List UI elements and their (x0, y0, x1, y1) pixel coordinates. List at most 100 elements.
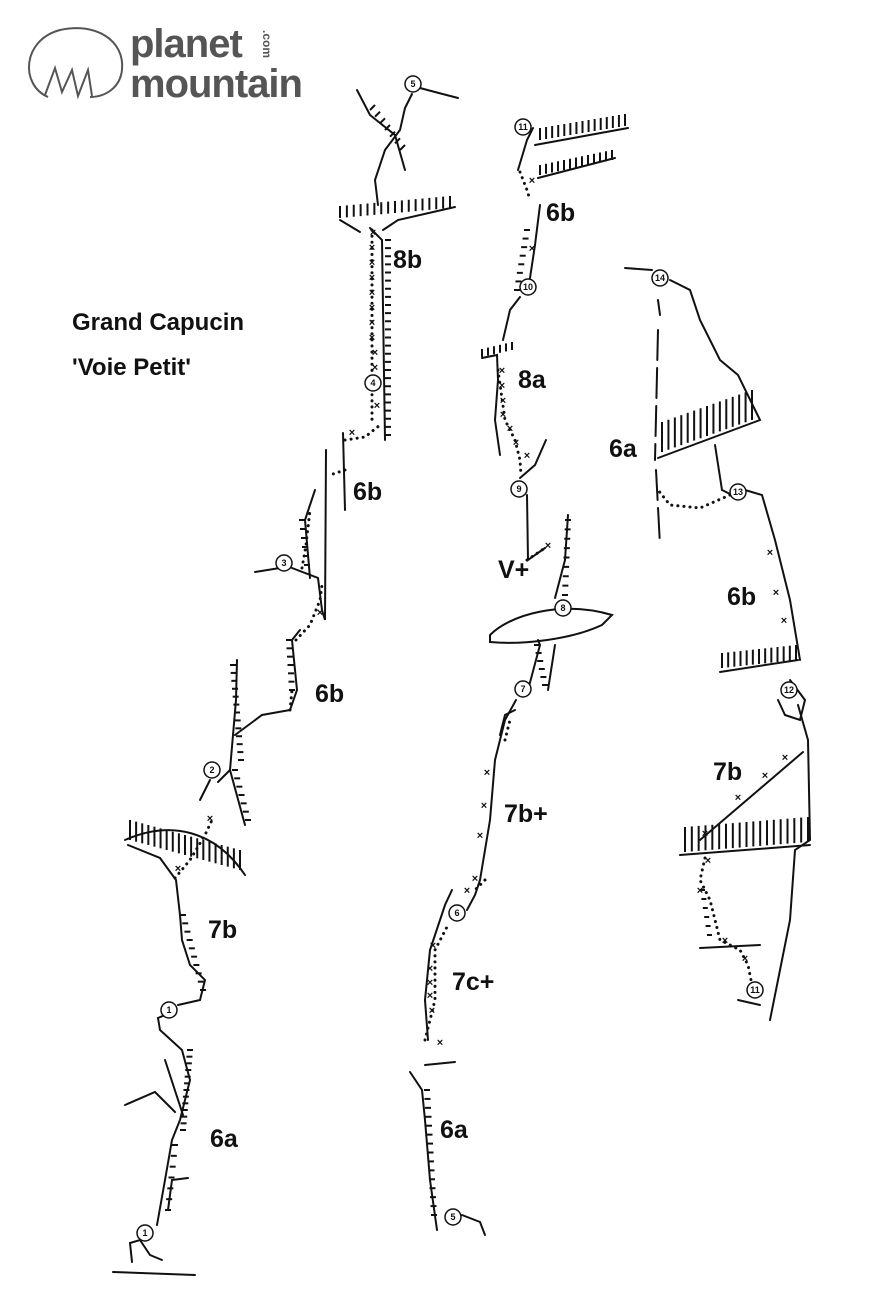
bolt-icon: × (372, 362, 378, 374)
belay-mid-11: 11 (514, 118, 532, 136)
bolt-icon: × (767, 547, 773, 559)
bolt-icon: × (762, 770, 768, 782)
right-column-topo (624, 267, 812, 1021)
bolt-icon: × (369, 287, 375, 299)
belay-right-13: 13 (729, 483, 747, 501)
bolt-icon: × (524, 450, 530, 462)
hatch-mark (389, 130, 396, 138)
bolt-icon: × (369, 302, 375, 314)
svg-text:14: 14 (655, 273, 665, 283)
bolt-icon: × (464, 885, 470, 897)
belay-mid-7: 7 (514, 680, 532, 698)
route-subtitle: 'Voie Petit' (72, 354, 191, 381)
bolt-icon: × (705, 855, 711, 867)
bolt-icon: × (427, 990, 433, 1002)
grade-mid-3: 7b+ (504, 800, 548, 828)
bolt-icon: × (374, 400, 380, 412)
logo-line1: planet (130, 22, 242, 66)
belay-right-14: 14 (651, 269, 669, 287)
svg-text:12: 12 (784, 685, 794, 695)
bolt-icon: × (697, 885, 703, 897)
belay-right-11: 11 (746, 981, 764, 999)
bolt-icon: × (430, 940, 436, 952)
belay-left-2: 2 (203, 761, 221, 779)
svg-text:2: 2 (209, 765, 214, 775)
belay-mid-6: 6 (448, 904, 466, 922)
bolt-icon: × (207, 813, 213, 825)
bolt-icon: × (742, 953, 748, 965)
grade-mid-4: V+ (498, 556, 529, 584)
hatch-mark (374, 110, 381, 118)
bolt-icon: × (429, 1005, 435, 1017)
svg-text:5: 5 (410, 79, 415, 89)
bolt-icon: × (369, 257, 375, 269)
bolt-icon: × (481, 800, 487, 812)
overhang-hatching (129, 104, 809, 1216)
pitch-grades: 6a 7b 6b 6b 8b 6a 7c+ 7b+ V+ 8a 6b 7b 6b… (208, 199, 756, 1153)
belay-mid-5: 5 (444, 1208, 462, 1226)
bolt-icon: × (369, 242, 375, 254)
svg-text:4: 4 (370, 378, 375, 388)
belay-left-4: 4 (364, 374, 382, 392)
belay-left-3: 3 (275, 554, 293, 572)
hatch-mark (394, 137, 401, 145)
bolt-icon: × (472, 873, 478, 885)
bolt-icon: × (507, 423, 513, 435)
bolt-icon: × (545, 540, 551, 552)
hatch-mark (399, 144, 406, 151)
bolt-icon: × (369, 317, 375, 329)
svg-text:7: 7 (520, 684, 525, 694)
belay-left-5: 5 (404, 75, 422, 93)
bolt-icon: × (499, 380, 505, 392)
grade-right-2: 6b (727, 583, 756, 611)
logo-line2: mountain (130, 62, 302, 106)
bolt-icon: × (349, 427, 355, 439)
grade-left-3: 6b (315, 680, 344, 708)
grade-left-1: 6a (210, 1125, 239, 1153)
grade-mid-6: 6b (546, 199, 575, 227)
bolt-icon: × (529, 175, 535, 187)
grade-mid-5: 8a (518, 366, 547, 394)
svg-text:6: 6 (454, 908, 459, 918)
bolt-icon: × (175, 863, 181, 875)
bolt-icon: × (702, 828, 708, 840)
bolt-markers: ××××××××××××××××××××××××××××××××××××××××… (175, 175, 788, 1049)
grade-right-1: 7b (713, 758, 742, 786)
svg-text:3: 3 (281, 558, 286, 568)
bolt-icon: × (369, 332, 375, 344)
belay-mid-9: 9 (510, 480, 528, 498)
svg-text:11: 11 (518, 122, 528, 132)
grade-left-2: 7b (208, 916, 237, 944)
hatch-mark (369, 104, 376, 111)
bolt-icon: × (477, 830, 483, 842)
svg-text:9: 9 (516, 484, 521, 494)
bolt-icon: × (427, 977, 433, 989)
bolt-icon: × (735, 792, 741, 804)
bolt-icon: × (722, 935, 728, 947)
bolt-icon: × (500, 409, 506, 421)
route-name: Grand Capucin (72, 309, 244, 336)
svg-text:11: 11 (750, 985, 760, 995)
bolt-icon: × (370, 227, 376, 239)
svg-text:8: 8 (560, 603, 565, 613)
grade-mid-1: 6a (440, 1116, 469, 1144)
bolt-icon: × (372, 347, 378, 359)
grade-right-3: 6a (609, 435, 638, 463)
bolt-icon: × (437, 1037, 443, 1049)
svg-text:13: 13 (733, 487, 743, 497)
bolt-icon: × (500, 395, 506, 407)
belay-stations: 1 1 2 3 4 5 5 6 7 8 9 10 11 11 12 13 14 (136, 75, 798, 1242)
logo-suffix: .com (260, 30, 274, 58)
bolt-icon: × (781, 615, 787, 627)
belay-mid-8: 8 (554, 599, 572, 617)
svg-text:5: 5 (450, 1212, 455, 1222)
svg-text:1: 1 (142, 1228, 147, 1238)
planetmountain-logo: planet mountain .com (27, 22, 303, 106)
bolt-icon: × (529, 243, 535, 255)
bolt-icon: × (427, 963, 433, 975)
svg-text:10: 10 (523, 282, 533, 292)
bolt-icon: × (484, 767, 490, 779)
belay-left-1b: 1 (160, 1001, 178, 1019)
svg-text:1: 1 (166, 1005, 171, 1015)
